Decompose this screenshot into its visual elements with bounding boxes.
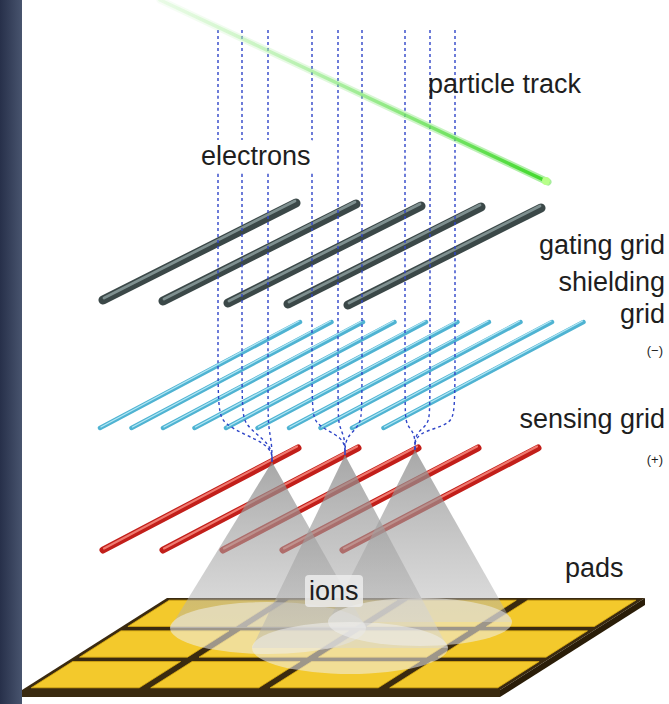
gating-wires <box>103 201 541 305</box>
electron-drift-lines <box>218 30 455 462</box>
text-label: shielding grid <box>545 266 665 331</box>
side-strip <box>0 0 22 704</box>
text-label: particle track <box>428 68 581 100</box>
ion-cones <box>170 450 512 674</box>
text-label: (+) <box>647 452 663 468</box>
text-label: pads <box>565 552 624 584</box>
shielding-wires <box>100 321 584 428</box>
text-label: electrons <box>198 140 314 172</box>
text-label: sensing grid <box>519 403 665 435</box>
text-label: ions <box>305 575 363 607</box>
text-label: (−) <box>647 343 663 359</box>
text-label: gating grid <box>539 229 665 261</box>
